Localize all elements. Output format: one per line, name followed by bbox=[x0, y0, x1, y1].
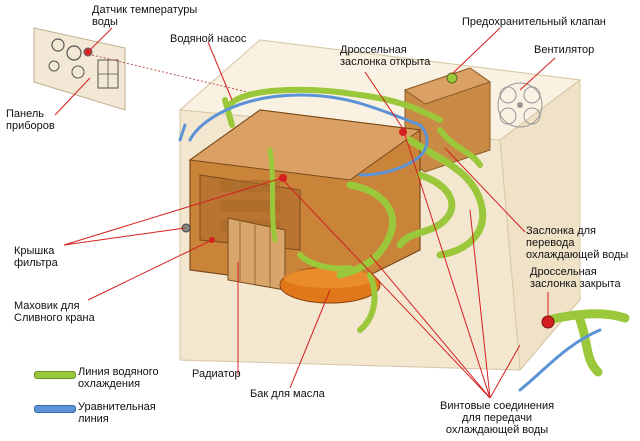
label-drain-flywheel: Маховик для Сливного крана bbox=[14, 300, 95, 324]
sensor-wire bbox=[91, 54, 261, 96]
label-water-pump: Водяной насос bbox=[170, 33, 247, 45]
legend-swatch-coolant bbox=[34, 371, 76, 379]
dashboard-panel bbox=[33, 27, 126, 111]
label-dashboard: Панель приборов bbox=[6, 108, 55, 132]
leader-lines bbox=[54, 27, 556, 399]
screw-marker bbox=[279, 174, 287, 182]
legend-label-balance: Уравнительная линия bbox=[78, 401, 156, 425]
label-safety-valve: Предохранительный клапан bbox=[462, 16, 606, 28]
temp-sensor-marker bbox=[85, 49, 91, 55]
label-fan: Вентилятор bbox=[534, 44, 595, 56]
oil-tank bbox=[279, 266, 381, 304]
fan bbox=[497, 82, 543, 128]
label-radiator: Радиатор bbox=[192, 368, 241, 380]
label-screw-connections: Винтовые соединения для передачи охлажда… bbox=[440, 400, 555, 436]
throttle-open-marker bbox=[399, 128, 407, 136]
radiator bbox=[227, 217, 286, 291]
label-filter-cap: Крышка фильтра bbox=[14, 245, 58, 269]
label-throttle-closed: Дроссельная заслонка закрыта bbox=[530, 266, 621, 290]
legend-label-coolant: Линия водяного охлаждения bbox=[78, 366, 159, 390]
coolant-lines bbox=[222, 86, 487, 333]
label-coolant-valve: Заслонка для перевода охлаждающей воды bbox=[526, 225, 629, 261]
throttle-closed-inset bbox=[518, 309, 630, 392]
legend-swatch-balance bbox=[34, 405, 76, 413]
label-temp-sensor: Датчик температуры воды bbox=[92, 4, 198, 28]
label-oil-tank: Бак для масла bbox=[250, 388, 325, 400]
label-throttle-open: Дроссельная заслонка открыта bbox=[340, 44, 431, 68]
balance-lines bbox=[178, 93, 429, 177]
